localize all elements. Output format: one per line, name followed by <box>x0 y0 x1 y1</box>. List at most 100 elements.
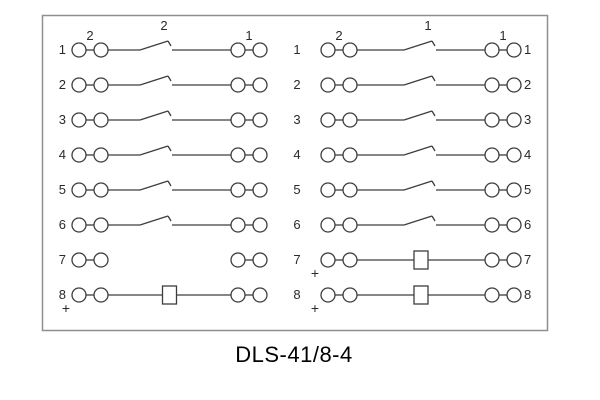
left-block-contact-label: 1 <box>245 28 252 43</box>
right-block-terminal-circle <box>342 147 358 163</box>
left-block-terminal-circle <box>93 147 109 163</box>
right-block-terminal-circle <box>506 182 522 198</box>
right-block-terminal-circle <box>320 217 336 233</box>
left-block-terminal-circle <box>252 112 268 128</box>
right-block-terminal-circle <box>484 147 500 163</box>
right-block-contact-blade <box>403 75 433 86</box>
left-block-terminal-circle <box>93 112 109 128</box>
left-block-terminal-circle <box>252 182 268 198</box>
left-block-contact-blade-tip <box>167 180 172 187</box>
right-terminal-number: 1 <box>524 42 531 57</box>
right-terminal-number: 7 <box>524 252 531 267</box>
right-block-polarity-plus: + <box>311 265 319 281</box>
center-terminal-number: 2 <box>293 77 300 92</box>
left-block-terminal-circle <box>71 182 87 198</box>
right-block-contact-blade <box>403 180 433 191</box>
left-block-contact-blade-tip <box>167 110 172 117</box>
center-terminal-number: 6 <box>293 217 300 232</box>
left-block-contact-blade <box>139 110 169 121</box>
left-terminal-number: 8 <box>59 287 66 302</box>
left-block-terminal-circle <box>71 42 87 58</box>
left-block-terminal-circle <box>93 217 109 233</box>
left-block-terminal-circle <box>252 147 268 163</box>
left-terminal-number: 3 <box>59 112 66 127</box>
left-block-contact-label: 2 <box>160 18 167 33</box>
left-block-terminal-circle <box>252 287 268 303</box>
right-block-coil-box <box>413 285 429 305</box>
right-block-terminal-circle <box>506 112 522 128</box>
right-block-terminal-circle <box>484 182 500 198</box>
right-terminal-number: 2 <box>524 77 531 92</box>
right-block-terminal-circle <box>342 42 358 58</box>
left-block-terminal-circle <box>252 77 268 93</box>
center-terminal-number: 8 <box>293 287 300 302</box>
right-block-terminal-circle <box>506 217 522 233</box>
right-block-terminal-circle <box>342 182 358 198</box>
left-block-terminal-circle <box>71 252 87 268</box>
left-block-contact-blade <box>139 40 169 51</box>
right-terminal-number: 8 <box>524 287 531 302</box>
left-block-contact-blade-tip <box>167 145 172 152</box>
right-block-terminal-circle <box>484 77 500 93</box>
right-block-terminal-circle <box>342 252 358 268</box>
right-block-terminal-circle <box>506 77 522 93</box>
left-block-contact-blade-tip <box>167 75 172 82</box>
right-block-terminal-circle <box>484 217 500 233</box>
right-block-terminal-circle <box>342 287 358 303</box>
right-terminal-number: 5 <box>524 182 531 197</box>
right-block-contact-blade-tip <box>431 215 436 222</box>
right-block-terminal-circle <box>506 42 522 58</box>
left-block-terminal-circle <box>230 217 246 233</box>
right-block-terminal-circle <box>484 287 500 303</box>
left-block-terminal-circle <box>230 112 246 128</box>
right-block-coil-box <box>413 250 429 270</box>
diagram-border <box>41 14 549 332</box>
right-block-terminal-circle <box>484 252 500 268</box>
right-block-contact-blade-tip <box>431 180 436 187</box>
right-block-terminal-circle <box>342 217 358 233</box>
left-block-terminal-circle <box>71 217 87 233</box>
left-block-terminal-circle <box>230 77 246 93</box>
center-terminal-number: 5 <box>293 182 300 197</box>
right-block-contact-label: 1 <box>499 28 506 43</box>
right-terminal-number: 6 <box>524 217 531 232</box>
left-block-terminal-circle <box>252 217 268 233</box>
right-block-terminal-circle <box>342 77 358 93</box>
left-block-terminal-circle <box>252 42 268 58</box>
left-block-terminal-circle <box>252 252 268 268</box>
left-block-terminal-circle <box>93 252 109 268</box>
center-terminal-number: 4 <box>293 147 300 162</box>
left-terminal-number: 5 <box>59 182 66 197</box>
left-terminal-number: 2 <box>59 77 66 92</box>
right-block-terminal-circle <box>506 147 522 163</box>
left-block-terminal-circle <box>71 77 87 93</box>
right-block-terminal-circle <box>484 42 500 58</box>
right-block-terminal-circle <box>320 287 336 303</box>
right-block-contact-blade-tip <box>431 145 436 152</box>
right-block-terminal-circle <box>320 147 336 163</box>
right-block-contact-label: 2 <box>335 28 342 43</box>
right-block-contact-label: 1 <box>424 18 431 33</box>
right-block-terminal-circle <box>506 252 522 268</box>
right-block-contact-blade <box>403 215 433 226</box>
right-block-terminal-circle <box>484 112 500 128</box>
left-block-terminal-circle <box>93 287 109 303</box>
left-block-terminal-circle <box>230 147 246 163</box>
left-terminal-number: 1 <box>59 42 66 57</box>
right-terminal-number: 3 <box>524 112 531 127</box>
left-block-terminal-circle <box>230 287 246 303</box>
right-block-terminal-circle <box>320 252 336 268</box>
left-block-contact-blade <box>139 215 169 226</box>
right-block-contact-blade <box>403 110 433 121</box>
left-block-contact-blade-tip <box>167 40 172 47</box>
left-block-contact-blade <box>139 145 169 156</box>
left-block-terminal-circle <box>93 77 109 93</box>
left-block-polarity-plus: + <box>62 300 70 316</box>
left-block-terminal-circle <box>71 147 87 163</box>
left-block-terminal-circle <box>230 252 246 268</box>
left-block-coil-box <box>161 285 178 305</box>
left-block-contact-blade <box>139 180 169 191</box>
left-block-contact-blade-tip <box>167 215 172 222</box>
